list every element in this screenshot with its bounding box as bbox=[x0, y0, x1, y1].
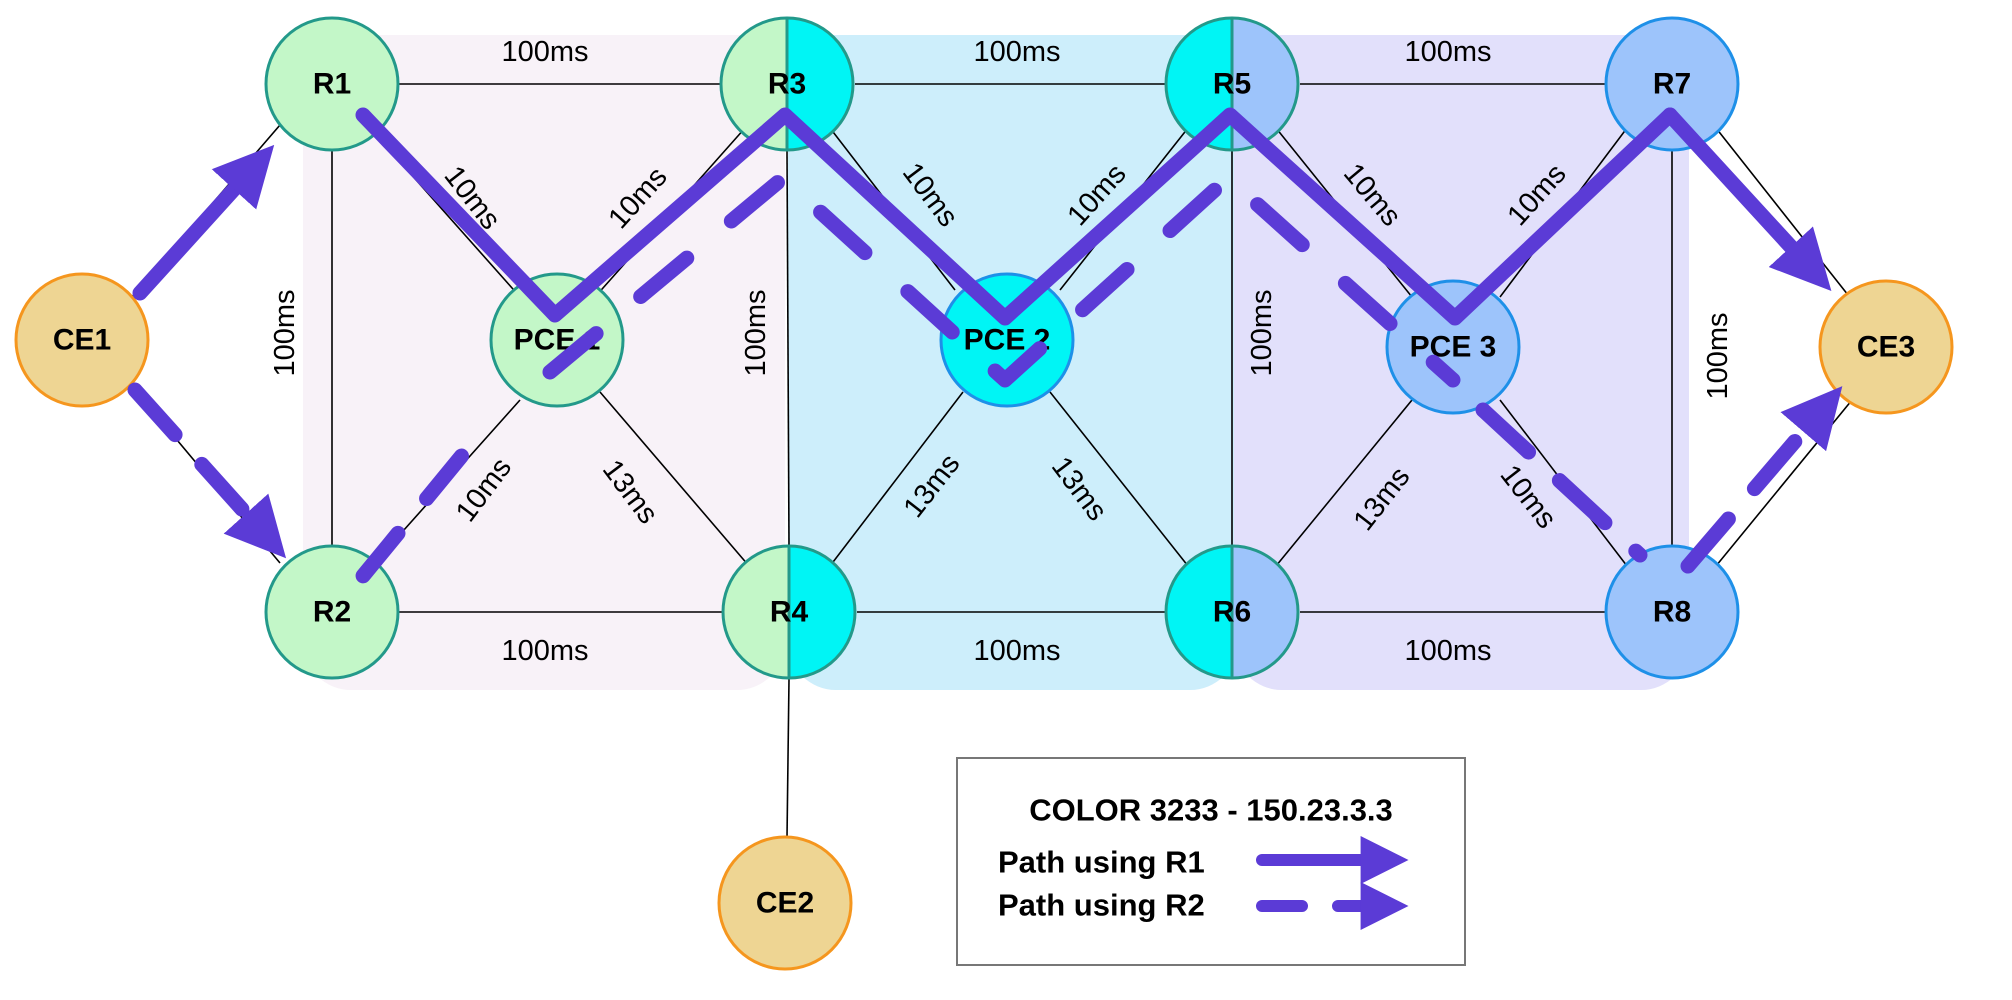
path-r2-segment-r2-pce1 bbox=[350, 417, 495, 590]
link-r7-ce3 bbox=[1715, 127, 1853, 301]
node-r7-label: R7 bbox=[1653, 68, 1691, 101]
path-r2-segment-ce1-r2 bbox=[127, 382, 287, 559]
node-r7: R7 bbox=[1604, 16, 1740, 152]
link-r4-ce2 bbox=[786, 678, 790, 839]
label-r2-r4: 100ms bbox=[501, 635, 588, 667]
label-r1-r2: 100ms bbox=[269, 289, 301, 376]
node-r8-label: R8 bbox=[1653, 596, 1691, 629]
label-r5-r6: 100ms bbox=[1246, 289, 1278, 376]
node-r6-label: R6 bbox=[1213, 596, 1251, 629]
path-r2-segment-r8-ce3 bbox=[1680, 386, 1843, 574]
label-r5-r7: 100ms bbox=[1404, 36, 1491, 68]
node-ce1-label: CE1 bbox=[53, 324, 111, 357]
node-r8: R8 bbox=[1604, 544, 1740, 680]
node-r4: R4 bbox=[721, 544, 857, 680]
node-r2-label: R2 bbox=[313, 596, 351, 629]
link-r3-r4 bbox=[786, 150, 790, 546]
node-r6: R6 bbox=[1164, 544, 1300, 680]
node-r3-label: R3 bbox=[768, 68, 806, 101]
node-ce2: CE2 bbox=[717, 835, 853, 971]
node-r1-label: R1 bbox=[313, 68, 351, 101]
legend-path-r1-label: Path using R1 bbox=[998, 845, 1205, 880]
label-r1-r3: 100ms bbox=[501, 36, 588, 68]
node-r5: R5 bbox=[1164, 16, 1300, 152]
label-r6-r8: 100ms bbox=[1404, 635, 1491, 667]
path-r1-segment-core bbox=[355, 107, 1678, 326]
node-pce2: PCE 2 bbox=[939, 272, 1075, 408]
legend-path-r2-label: Path using R2 bbox=[998, 888, 1205, 923]
link-pce1-r4 bbox=[599, 391, 750, 567]
link-r8-ce3 bbox=[1715, 399, 1853, 567]
node-r3: R3 bbox=[719, 16, 855, 152]
node-pce3-label: PCE 3 bbox=[1410, 331, 1497, 364]
path-r2-segment-pce3-r8 bbox=[1475, 402, 1648, 563]
path-r1-segment-ce1-r1 bbox=[132, 144, 275, 301]
path-r1-segment-r7-ce3 bbox=[1662, 107, 1832, 291]
node-pce1: PCE 1 bbox=[489, 272, 625, 408]
node-r4-label: R4 bbox=[770, 596, 809, 629]
node-ce3: CE3 bbox=[1818, 279, 1954, 415]
node-ce2-label: CE2 bbox=[756, 887, 814, 920]
path-via-r1 bbox=[132, 107, 1832, 326]
node-ce3-label: CE3 bbox=[1857, 331, 1915, 364]
link-pce3-r6 bbox=[1275, 399, 1413, 567]
node-pce3: PCE 3 bbox=[1385, 279, 1521, 415]
legend-title: COLOR 3233 - 150.23.3.3 bbox=[1029, 793, 1393, 828]
label-r4-r6: 100ms bbox=[973, 635, 1060, 667]
link-pce2-r6 bbox=[1049, 391, 1189, 567]
label-r3-r4: 100ms bbox=[740, 289, 772, 376]
label-r7-r8: 100ms bbox=[1702, 312, 1734, 399]
node-ce1: CE1 bbox=[14, 272, 150, 408]
node-r5-label: R5 bbox=[1213, 68, 1251, 101]
path-via-r2 bbox=[127, 170, 1843, 590]
link-pce2-r4 bbox=[829, 391, 964, 567]
path-r2-segment-core bbox=[542, 170, 1461, 388]
legend: COLOR 3233 - 150.23.3.3 Path using R1 Pa… bbox=[956, 757, 1466, 966]
label-r3-r5: 100ms bbox=[973, 36, 1060, 68]
